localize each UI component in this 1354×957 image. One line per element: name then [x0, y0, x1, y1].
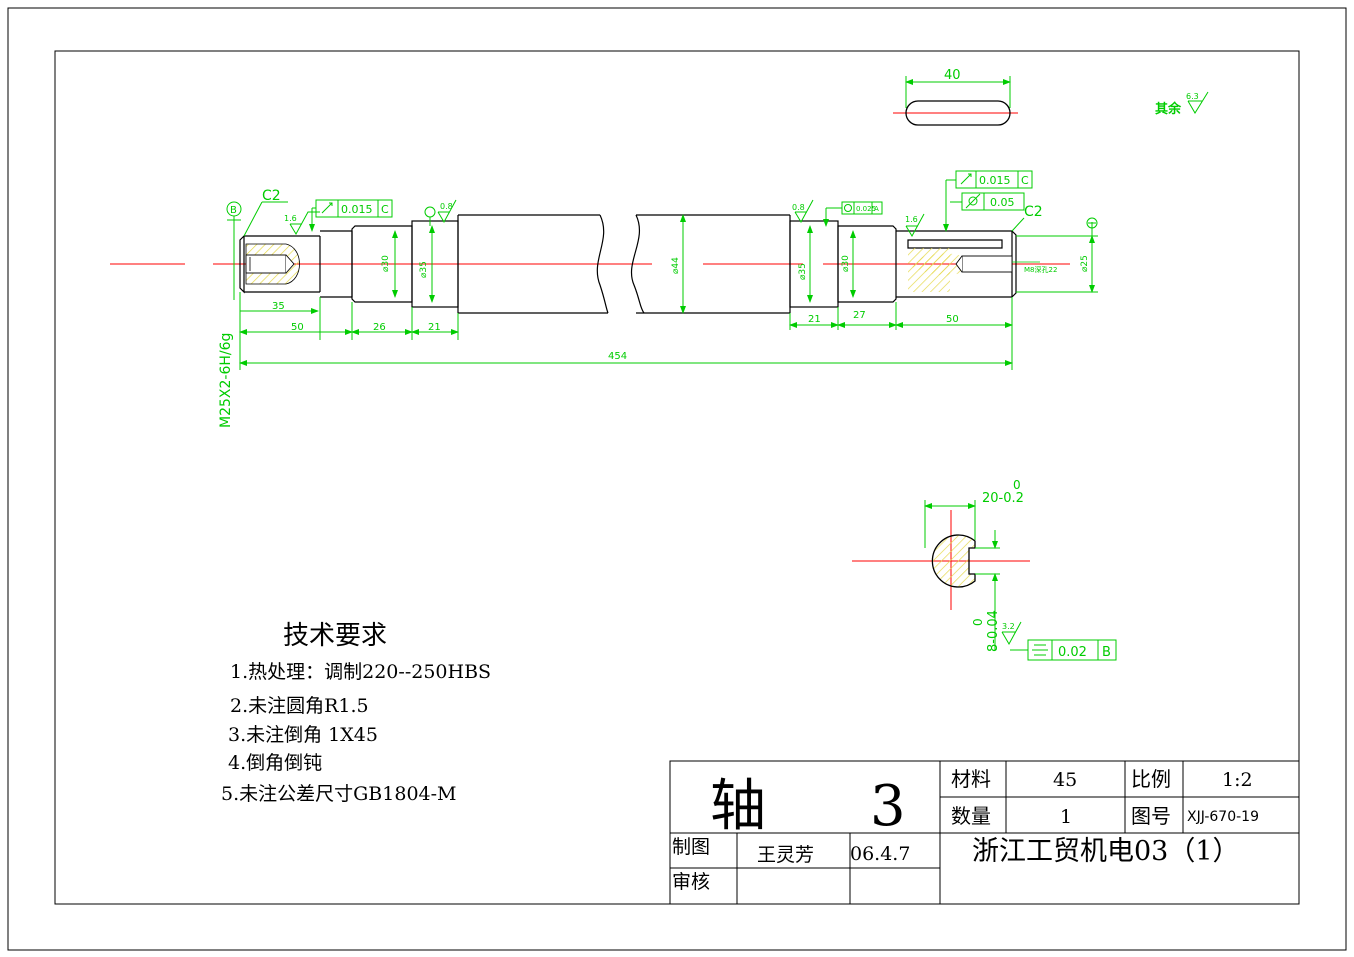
inner-frame	[54, 50, 1300, 905]
svg-text:0.025: 0.025	[856, 205, 876, 213]
shaft-view: ⌀30 ⌀35 ⌀44 ⌀35 ⌀30 ⌀25 35 50 26	[110, 170, 1098, 428]
drawing-no-value: XJJ-670-19	[1187, 809, 1259, 825]
keyway-slot	[905, 100, 1011, 126]
diameter-dims	[392, 214, 1098, 314]
section-dim-8: 8-0.04	[986, 610, 1001, 652]
tech-req-item-2: 2.未注圆角R1.5	[230, 695, 369, 717]
svg-text:1.6: 1.6	[284, 214, 297, 223]
title-block	[669, 760, 1300, 905]
drawn-name: 王灵芳	[757, 844, 814, 866]
roughness-symbol-left-1: 1.6	[284, 211, 320, 236]
section-upper-dev: 0	[1013, 478, 1021, 492]
symmetry-frame: 0.02 B	[1010, 639, 1117, 661]
roughness-symbol-right-1: 0.8	[792, 199, 814, 224]
tech-req-item-1: 1.热处理：调制220--250HBS	[230, 661, 491, 683]
dim-21-right: 21	[808, 314, 821, 325]
cyl-value-right: 0.05	[990, 196, 1015, 209]
sym-datum: B	[1102, 645, 1111, 660]
dia-35-right: ⌀35	[798, 263, 808, 280]
section-dim-20: 20-0.2	[982, 491, 1024, 506]
tech-req-item-5: 5.未注公差尺寸GB1804-M	[221, 783, 457, 805]
thread-hole-note: M8深孔22	[1024, 265, 1057, 274]
roughness-symbol-right-2: 1.6	[905, 213, 925, 238]
svg-text:3.2: 3.2	[1002, 622, 1015, 631]
section-shape	[931, 534, 976, 588]
material-label: 材料	[951, 767, 991, 791]
drawn-label: 制图	[672, 836, 710, 858]
section-lower-dev: 0	[971, 618, 985, 626]
dim-50-right: 50	[946, 314, 959, 325]
dim-50-left: 50	[291, 322, 304, 333]
runout-frame-left: 0.015 C	[309, 199, 393, 232]
datum-b-symbol: B	[226, 201, 242, 221]
chamfer-c2-right: C2	[1024, 204, 1043, 220]
dia-25: ⌀25	[1080, 255, 1090, 272]
section-view: 0 20-0.2 0 8-0.04 3.2 0.02 B	[852, 478, 1117, 661]
runout-frame-right: 0.015 C	[943, 170, 1033, 232]
chamfer-leader-left	[243, 201, 263, 237]
shaft-outline	[239, 214, 1017, 314]
svg-text:B: B	[230, 205, 237, 216]
roughness-symbol-left-2: 0.8	[424, 199, 457, 226]
length-dims	[239, 292, 1013, 370]
dia-44: ⌀44	[671, 257, 681, 274]
company-name: 浙江工贸机电03（1）	[972, 836, 1240, 867]
runout-datum-left: C	[381, 203, 389, 216]
svg-text:1.6: 1.6	[905, 215, 918, 224]
dia-35-left: ⌀35	[419, 261, 429, 278]
svg-text:其余: 其余	[1155, 101, 1182, 117]
dim-21-left: 21	[428, 322, 441, 333]
tech-requirements: 技术要求 1.热处理：调制220--250HBS 2.未注圆角R1.5 3.未注…	[221, 621, 491, 805]
part-name: 轴	[710, 774, 766, 839]
other-roughness-note: 其余 6.3	[1155, 91, 1209, 117]
drawn-date: 06.4.7	[850, 843, 910, 865]
runout-value-right: 0.015	[979, 174, 1011, 187]
section-roughness: 3.2	[1001, 621, 1022, 646]
datum-c-symbol	[1086, 217, 1098, 229]
svg-text:A: A	[874, 205, 879, 213]
sym-value: 0.02	[1058, 645, 1087, 660]
runout-value-left: 0.015	[341, 203, 373, 216]
qty-value: 1	[1060, 806, 1072, 828]
keyway-dim-40: 40	[944, 68, 961, 83]
tech-req-item-3: 3.未注倒角 1X45	[228, 724, 378, 746]
tech-req-title: 技术要求	[283, 621, 387, 651]
chamfer-c2-left: C2	[262, 188, 281, 204]
dim-454: 454	[608, 351, 627, 362]
tech-req-item-4: 4.倒角倒钝	[228, 752, 322, 774]
material-value: 45	[1053, 769, 1077, 791]
dim-26: 26	[373, 322, 386, 333]
tolerance-frame-small: 0.025 A	[823, 201, 883, 227]
qty-label: 数量	[951, 804, 991, 828]
runout-datum-right: C	[1021, 174, 1029, 187]
part-number: 3	[870, 774, 906, 839]
left-thread-hole	[245, 243, 300, 285]
svg-text:0.8: 0.8	[792, 203, 805, 212]
cylindricity-frame-right: 0.05	[950, 192, 1025, 211]
thread-spec: M25X2-6H/6g	[218, 333, 234, 428]
dia-30-left: ⌀30	[381, 255, 391, 272]
scale-label: 比例	[1131, 767, 1171, 791]
scale-value: 1:2	[1222, 769, 1253, 791]
check-label: 审核	[672, 871, 710, 893]
dia-30-right: ⌀30	[841, 255, 851, 272]
keyway-view: 40	[893, 68, 1018, 126]
dim-35: 35	[272, 301, 285, 312]
svg-text:0.8: 0.8	[440, 202, 453, 211]
chamfer-leader-right	[1011, 217, 1025, 232]
dim-27: 27	[853, 310, 866, 321]
right-key-hatch	[908, 248, 1013, 292]
svg-text:6.3: 6.3	[1186, 92, 1199, 101]
drawing-no-label: 图号	[1131, 804, 1171, 828]
outer-frame	[7, 7, 1347, 951]
